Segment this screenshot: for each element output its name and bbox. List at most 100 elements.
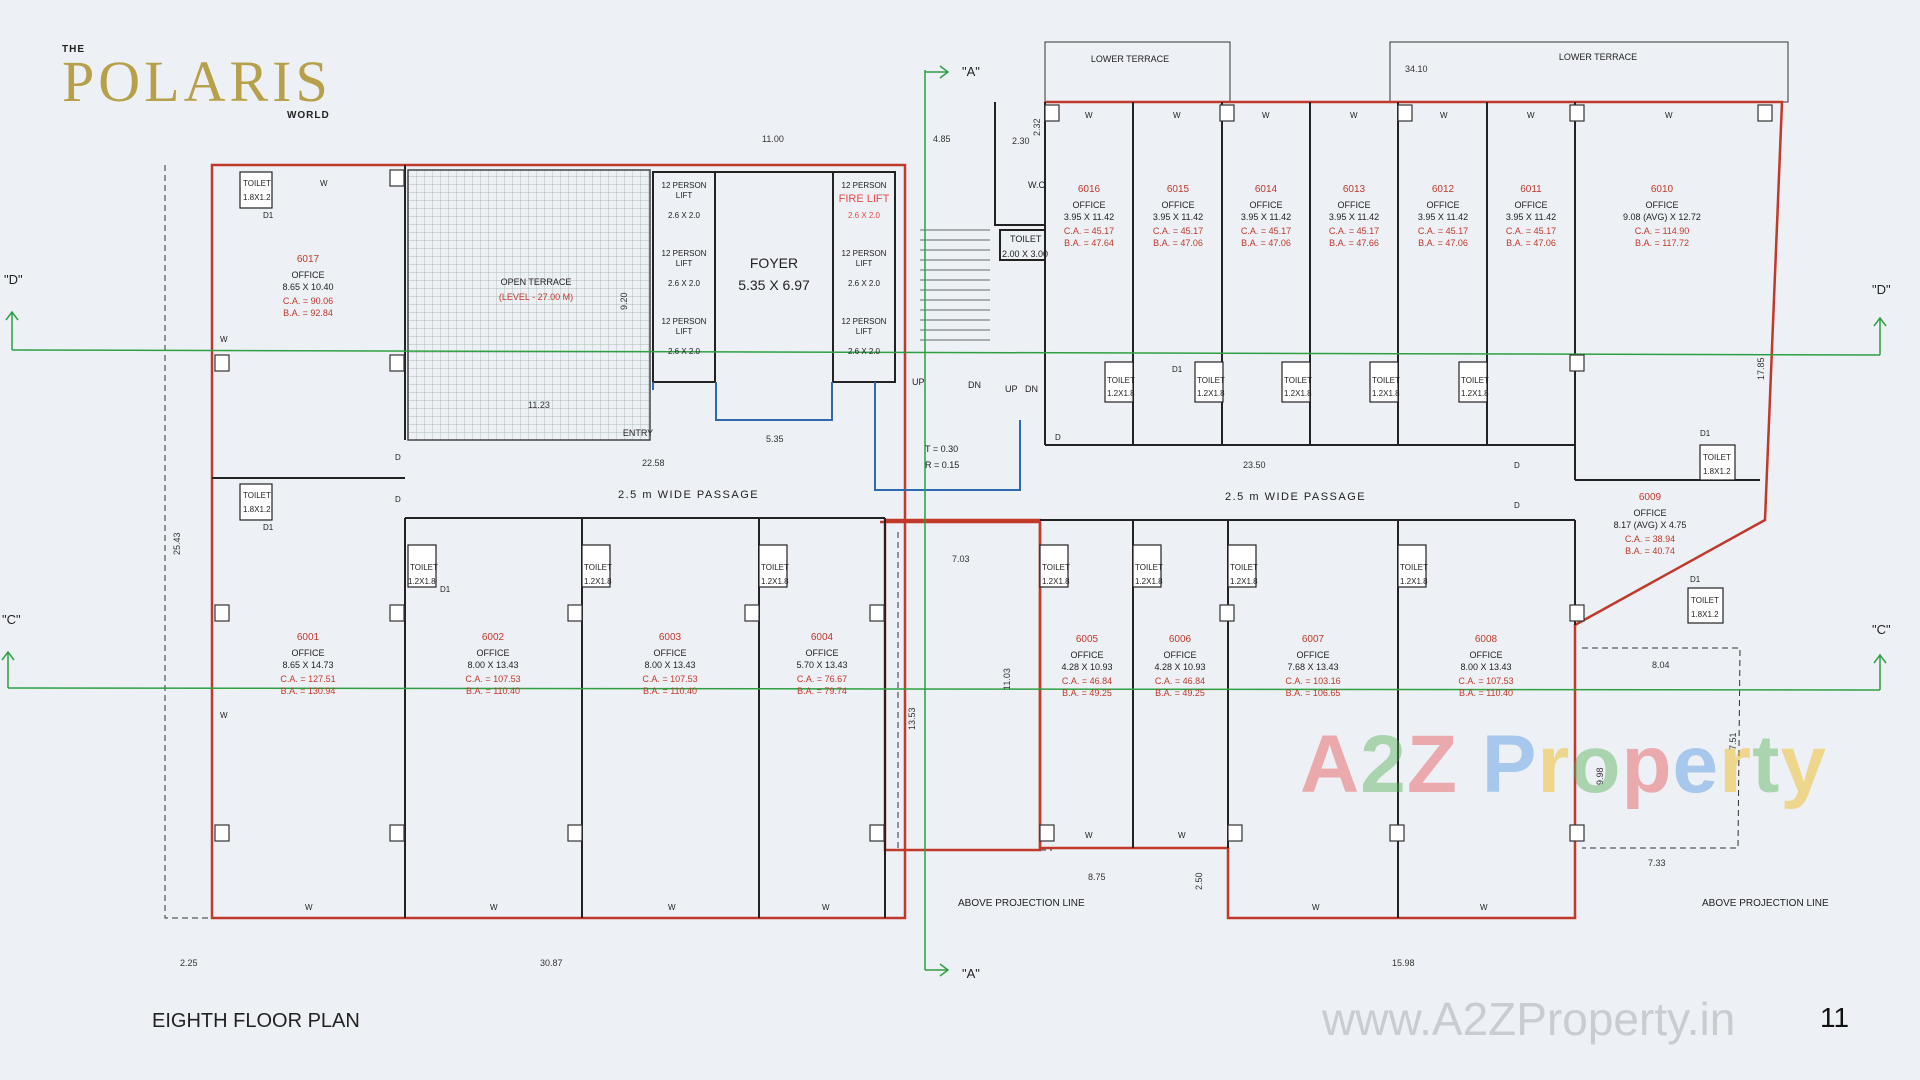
lift-2-l2: LIFT (676, 259, 693, 268)
section-d-right-label: "D" (1872, 282, 1891, 297)
lift-3-l2: LIFT (676, 327, 693, 336)
foyer-name: FOYER (750, 255, 798, 271)
office-size-label: 8.65 X 14.73 (282, 660, 333, 670)
office-type-label: OFFICE (806, 648, 839, 658)
lift-3-l1: 12 PERSON (662, 317, 707, 326)
toilet-label: TOILET (1135, 563, 1163, 572)
office-ba-label: B.A. = 110.40 (466, 686, 520, 696)
window-label: W (220, 335, 228, 344)
office-ba-label: B.A. = 40.74 (1625, 546, 1675, 556)
office-ca-label: C.A. = 45.17 (1153, 226, 1203, 236)
window-label: W (1527, 111, 1535, 120)
toilet-label: TOILET (243, 179, 271, 188)
window-label: W (320, 179, 328, 188)
watermark-char: A (1300, 719, 1361, 810)
dim-label: 2.25 (180, 958, 198, 968)
office-id-label: 6004 (811, 632, 834, 643)
lift-6-l1: 12 PERSON (842, 317, 887, 326)
dim-label: 5.35 (766, 434, 784, 444)
lower-terrace-1-outline (1044, 41, 1231, 103)
office-ca-label: C.A. = 107.53 (465, 674, 520, 684)
logo-the: THE (62, 44, 85, 55)
office-type-label: OFFICE (292, 648, 325, 658)
lift-5-l1: 12 PERSON (842, 249, 887, 258)
toilet-label: TOILET (1107, 376, 1135, 385)
office-id-label: 6016 (1078, 184, 1101, 195)
office-type-label: OFFICE (1338, 200, 1371, 210)
projection-right: ABOVE PROJECTION LINE (1702, 898, 1829, 909)
toilet-size: 1.2X1.8 (1042, 577, 1070, 586)
door-label: D1 (1172, 365, 1183, 374)
office-type-label: OFFICE (1250, 200, 1283, 210)
toilet-size: 1.8X1.2 (243, 193, 271, 202)
toilet-size: 1.8X1.2 (1703, 467, 1731, 476)
toilet-label: TOILET (584, 563, 612, 572)
left-dashed-outline (164, 165, 212, 919)
lift-4-l1: 12 PERSON (842, 181, 887, 190)
office-ca-label: C.A. = 103.16 (1285, 676, 1340, 686)
watermark-char: y (1780, 719, 1827, 810)
office-ba-label: B.A. = 110.40 (643, 686, 697, 696)
dim-label: 30.87 (540, 958, 563, 968)
office-ba-label: B.A. = 79.74 (797, 686, 847, 696)
office-ca-label: C.A. = 127.51 (280, 674, 335, 684)
passage-right-label: 2.5 m WIDE PASSAGE (1225, 491, 1366, 503)
lift-3-size: 2.6 X 2.0 (668, 347, 701, 356)
office-ca-label: C.A. = 46.84 (1155, 676, 1205, 686)
watermark-char: e (1672, 719, 1720, 810)
core-toilet-name: TOILET (1010, 234, 1042, 244)
window-label: W (1312, 903, 1320, 912)
lift-2-l1: 12 PERSON (662, 249, 707, 258)
lower-terrace-1-label: LOWER TERRACE (1091, 54, 1169, 64)
stair-tread: T = 0.30 (925, 444, 958, 454)
office-size-label: 3.95 X 11.42 (1241, 212, 1291, 222)
toilet-box (1699, 444, 1736, 481)
watermark-char (1458, 719, 1482, 810)
office-size-label: 4.28 X 10.93 (1061, 662, 1112, 672)
toilet-label: TOILET (410, 563, 438, 572)
stair-dn: DN (968, 380, 981, 390)
office-type-label: OFFICE (477, 648, 510, 658)
toilet-label: TOILET (1230, 563, 1258, 572)
watermark: A2Z Property (1300, 718, 1827, 812)
office-size-label: 8.65 X 10.40 (282, 282, 333, 292)
toilet-size: 1.2X1.8 (1197, 389, 1225, 398)
office-id-label: 6011 (1520, 184, 1542, 195)
office-id-label: 6006 (1169, 634, 1192, 645)
office-type-label: OFFICE (654, 648, 687, 658)
section-line-c (7, 687, 1881, 691)
watermark-char: t (1752, 719, 1781, 810)
office-id-label: 6003 (659, 632, 682, 643)
office-ca-label: C.A. = 45.17 (1506, 226, 1556, 236)
office-ca-label: C.A. = 45.17 (1418, 226, 1468, 236)
toilet-size: 1.2X1.8 (1461, 389, 1489, 398)
office-ba-label: B.A. = 49.25 (1062, 688, 1112, 698)
office-type-label: OFFICE (1162, 200, 1195, 210)
door-label: D1 (1700, 429, 1711, 438)
office-ba-label: B.A. = 47.06 (1241, 238, 1291, 248)
office-size-label: 7.68 X 13.43 (1287, 662, 1338, 672)
floor-plan-title: EIGHTH FLOOR PLAN (152, 1010, 360, 1032)
office-id-label: 6008 (1475, 634, 1498, 645)
office-type-label: OFFICE (1071, 650, 1104, 660)
office-size-label: 3.95 X 11.42 (1153, 212, 1203, 222)
watermark-char: 2 (1360, 719, 1407, 810)
window-label: W (490, 903, 498, 912)
logo-main: POLARIS (62, 49, 332, 114)
foyer-size: 5.35 X 6.97 (738, 277, 810, 293)
dim-label: 2.32 (1032, 118, 1042, 136)
office-ba-label: B.A. = 47.64 (1064, 238, 1114, 248)
office-ca-label: C.A. = 107.53 (1458, 676, 1513, 686)
toilet-size: 1.2X1.8 (1400, 577, 1428, 586)
watermark-char: p (1621, 719, 1673, 810)
section-line-d (11, 349, 1881, 356)
office-type-label: OFFICE (1297, 650, 1330, 660)
stair-up-2: UP (1005, 384, 1018, 394)
left-block-wall (210, 163, 907, 920)
office-id-label: 6012 (1432, 184, 1455, 195)
toilet-label: TOILET (243, 491, 271, 500)
window-label: W (220, 711, 228, 720)
toilet-box (239, 483, 273, 521)
office-id-label: 6013 (1343, 184, 1366, 195)
toilet-size: 1.2X1.8 (1135, 577, 1163, 586)
